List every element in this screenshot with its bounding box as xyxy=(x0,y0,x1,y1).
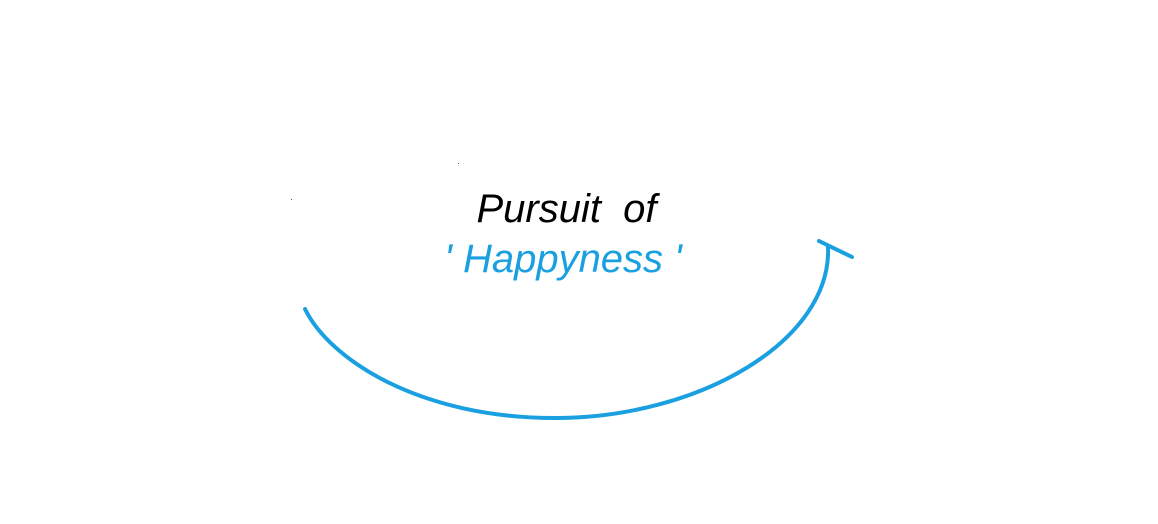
stray-dot xyxy=(458,163,459,164)
title-line-pursuit-of: Pursuit of xyxy=(476,187,657,231)
stray-dot xyxy=(291,199,292,200)
curved-arrow-tip xyxy=(817,239,854,259)
title-line-happyness: ' Happyness ' xyxy=(444,237,682,281)
curved-arrow-arc xyxy=(303,245,831,421)
